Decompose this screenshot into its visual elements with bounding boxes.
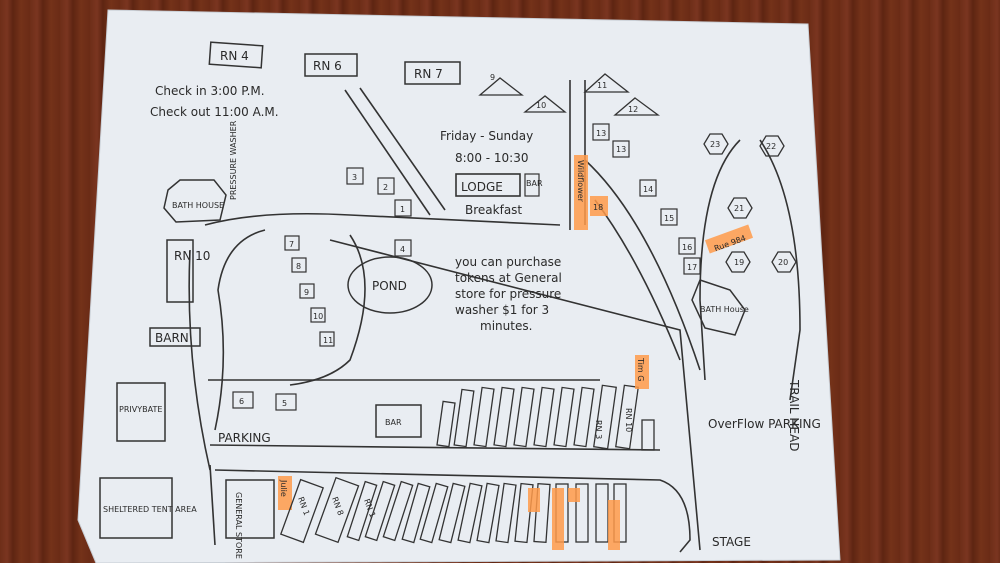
hex-sites: [703, 133, 797, 273]
svg-text:washer $1 for 3: washer $1 for 3: [455, 303, 549, 317]
small-site-markers: [232, 167, 412, 411]
pressure-washer-label: PRESSURE WASHER: [229, 120, 238, 200]
svg-text:POND: POND: [372, 279, 407, 293]
svg-text:12: 12: [628, 105, 638, 114]
svg-text:GENERAL STORE: GENERAL STORE: [234, 492, 243, 559]
svg-text:8: 8: [296, 262, 301, 271]
bottom-highlights: [528, 488, 620, 550]
svg-text:2: 2: [383, 183, 388, 192]
svg-text:3: 3: [352, 173, 357, 182]
julie-highlight: [278, 476, 292, 510]
svg-text:BAR: BAR: [385, 418, 402, 427]
breakfast-hours: 8:00 - 10:30: [455, 151, 529, 165]
bath-house-right[interactable]: BATH House: [691, 279, 749, 336]
svg-text:9: 9: [490, 73, 495, 82]
token-notice: you can purchase tokens at General store…: [455, 255, 562, 333]
svg-text:17: 17: [687, 263, 697, 272]
site-18-number: 18: [593, 203, 603, 212]
tent-site-numbers: 9 10 11 12: [490, 73, 638, 114]
roads: [188, 80, 801, 553]
svg-text:13: 13: [596, 129, 606, 138]
svg-text:5: 5: [282, 399, 287, 408]
svg-text:you can purchase: you can purchase: [455, 255, 561, 269]
svg-text:13: 13: [616, 145, 626, 154]
small-site-numbers: 1 2 3 4 5 6 7 8 9 10 11: [239, 173, 405, 408]
lodge-building[interactable]: LODGE BAR: [455, 173, 543, 197]
svg-text:BATH House: BATH House: [700, 305, 749, 314]
privy[interactable]: PRIVYBATE: [116, 382, 166, 442]
svg-text:6: 6: [239, 397, 244, 406]
svg-text:20: 20: [778, 258, 788, 267]
svg-text:RN 6: RN 6: [313, 59, 342, 73]
sheltered-tent-area[interactable]: SHELTERED TENT AREA: [99, 477, 197, 539]
middle-rv-slots: [436, 384, 655, 451]
svg-text:11: 11: [597, 81, 607, 90]
julie-note: Julie: [279, 479, 288, 497]
checkin-text: Check in 3:00 P.M.: [155, 84, 265, 98]
tim-g-note: Tim G: [636, 357, 645, 381]
tim-g-highlight: [635, 355, 649, 389]
svg-text:BARN: BARN: [155, 331, 189, 345]
rn-4-box[interactable]: RN 4: [208, 41, 264, 69]
svg-text:19: 19: [734, 258, 744, 267]
svg-text:22: 22: [766, 142, 776, 151]
rue-984-highlight: [704, 224, 754, 254]
rn-10-middle: RN 10: [624, 408, 633, 432]
paper-sheet: [77, 9, 841, 563]
svg-text:23: 23: [710, 140, 720, 149]
svg-text:BATH HOUSE: BATH HOUSE: [172, 201, 224, 210]
rn-6-box[interactable]: RN 6: [304, 53, 358, 77]
svg-text:tokens at General: tokens at General: [455, 271, 562, 285]
svg-text:15: 15: [664, 214, 674, 223]
pond: POND: [347, 256, 433, 314]
right-site-numbers: 13 13 14 15 16 17: [596, 129, 697, 272]
rn-10-left[interactable]: RN 10: [166, 239, 210, 303]
svg-text:7: 7: [289, 240, 294, 249]
svg-text:SHELTERED TENT AREA: SHELTERED TENT AREA: [103, 505, 197, 514]
bar-shed[interactable]: BAR: [375, 404, 422, 438]
svg-text:21: 21: [734, 204, 744, 213]
svg-text:RN 7: RN 7: [414, 67, 443, 81]
wildflower-highlight: [574, 155, 588, 230]
checkout-text: Check out 11:00 A.M.: [150, 105, 279, 119]
trail-head: TRAIL HEAD: [787, 379, 801, 451]
svg-text:11: 11: [323, 336, 333, 345]
svg-text:9: 9: [304, 288, 309, 297]
general-store[interactable]: GENERAL STORE: [225, 479, 275, 559]
svg-text:minutes.: minutes.: [480, 319, 532, 333]
svg-text:RN 4: RN 4: [220, 49, 249, 63]
tent-sites-top: [478, 73, 660, 116]
right-sites: [592, 123, 701, 275]
rn-7-box[interactable]: RN 7: [404, 61, 461, 85]
svg-text:1: 1: [400, 205, 405, 214]
svg-text:LODGE: LODGE: [461, 180, 503, 194]
wildflower-note: Wildflower: [576, 160, 585, 203]
svg-text:store for pressure: store for pressure: [455, 287, 561, 301]
hex-site-numbers: 20 21 22 23 19: [710, 140, 788, 267]
svg-text:14: 14: [643, 185, 653, 194]
site-18-highlight: [590, 196, 608, 216]
breakfast-days: Friday - Sunday: [440, 129, 533, 143]
bar-label: BAR: [526, 179, 543, 188]
stage-label: STAGE: [712, 535, 751, 549]
overflow-parking: OverFlow PARKING: [708, 417, 821, 431]
rn-3-middle: RN 3: [594, 420, 603, 439]
svg-text:16: 16: [682, 243, 692, 252]
svg-text:10: 10: [313, 312, 323, 321]
svg-text:RN 10: RN 10: [174, 249, 210, 263]
svg-text:4: 4: [400, 245, 405, 254]
breakfast-label: Breakfast: [465, 203, 522, 217]
bath-house-left[interactable]: BATH HOUSE: [163, 179, 227, 223]
parking-label: PARKING: [218, 431, 271, 445]
svg-text:PRIVYBATE: PRIVYBATE: [119, 405, 162, 414]
barn[interactable]: BARN: [149, 327, 201, 347]
svg-text:10: 10: [536, 101, 546, 110]
